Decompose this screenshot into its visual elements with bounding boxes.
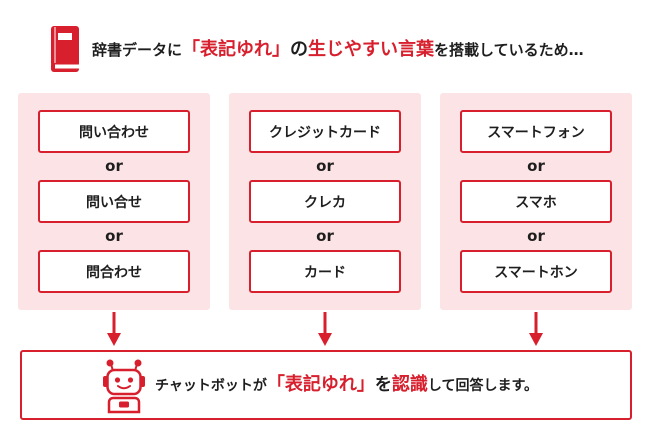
variant-term: 問合わせ (38, 250, 190, 293)
header-lead: 辞書データに (92, 41, 183, 59)
or-separator: or (527, 157, 545, 175)
chatbot-result-box: チャットボットが 「表記ゆれ」 を 認識 して回答します。 (20, 350, 632, 420)
variant-group-smartphone: スマートフォン or スマホ or スマートホン (440, 93, 632, 310)
variant-term: スマホ (460, 180, 612, 223)
variant-term: スマートホン (460, 250, 612, 293)
or-separator: or (105, 157, 123, 175)
variant-term: クレカ (249, 180, 401, 223)
variant-group-inquiry: 問い合わせ or 問い合せ or 問合わせ (18, 93, 210, 310)
header-term: 「表記ゆれ」 (182, 39, 291, 60)
down-arrow-icon (107, 312, 121, 346)
down-arrow-icon (529, 312, 543, 346)
result-particle: を (374, 375, 392, 395)
variant-group-credit-card: クレジットカード or クレカ or カード (229, 93, 421, 310)
result-term: 「表記ゆれ」 (266, 374, 375, 395)
or-separator: or (316, 227, 334, 245)
variant-term: 問い合わせ (38, 110, 190, 153)
result-message: チャットボットが 「表記ゆれ」 を 認識 して回答します。 (155, 352, 538, 418)
down-arrow-icon (318, 312, 332, 346)
header-message: 辞書データに 「表記ゆれ」 の 生じやすい言葉 を搭載しているため… (92, 35, 584, 65)
or-separator: or (527, 227, 545, 245)
result-lead: チャットボットが (155, 378, 267, 394)
variant-term: カード (249, 250, 401, 293)
variant-term: クレジットカード (249, 110, 401, 153)
robot-icon (101, 358, 147, 414)
variant-term: 問い合せ (38, 180, 190, 223)
or-separator: or (316, 157, 334, 175)
book-icon (50, 25, 80, 73)
header-particle: の (290, 39, 309, 60)
result-phrase: 認識 (391, 374, 428, 395)
result-tail: して回答します。 (427, 378, 539, 394)
header-tail: を搭載しているため… (434, 41, 584, 59)
variant-term: スマートフォン (460, 110, 612, 153)
or-separator: or (105, 227, 123, 245)
header-phrase: 生じやすい言葉 (308, 39, 435, 60)
